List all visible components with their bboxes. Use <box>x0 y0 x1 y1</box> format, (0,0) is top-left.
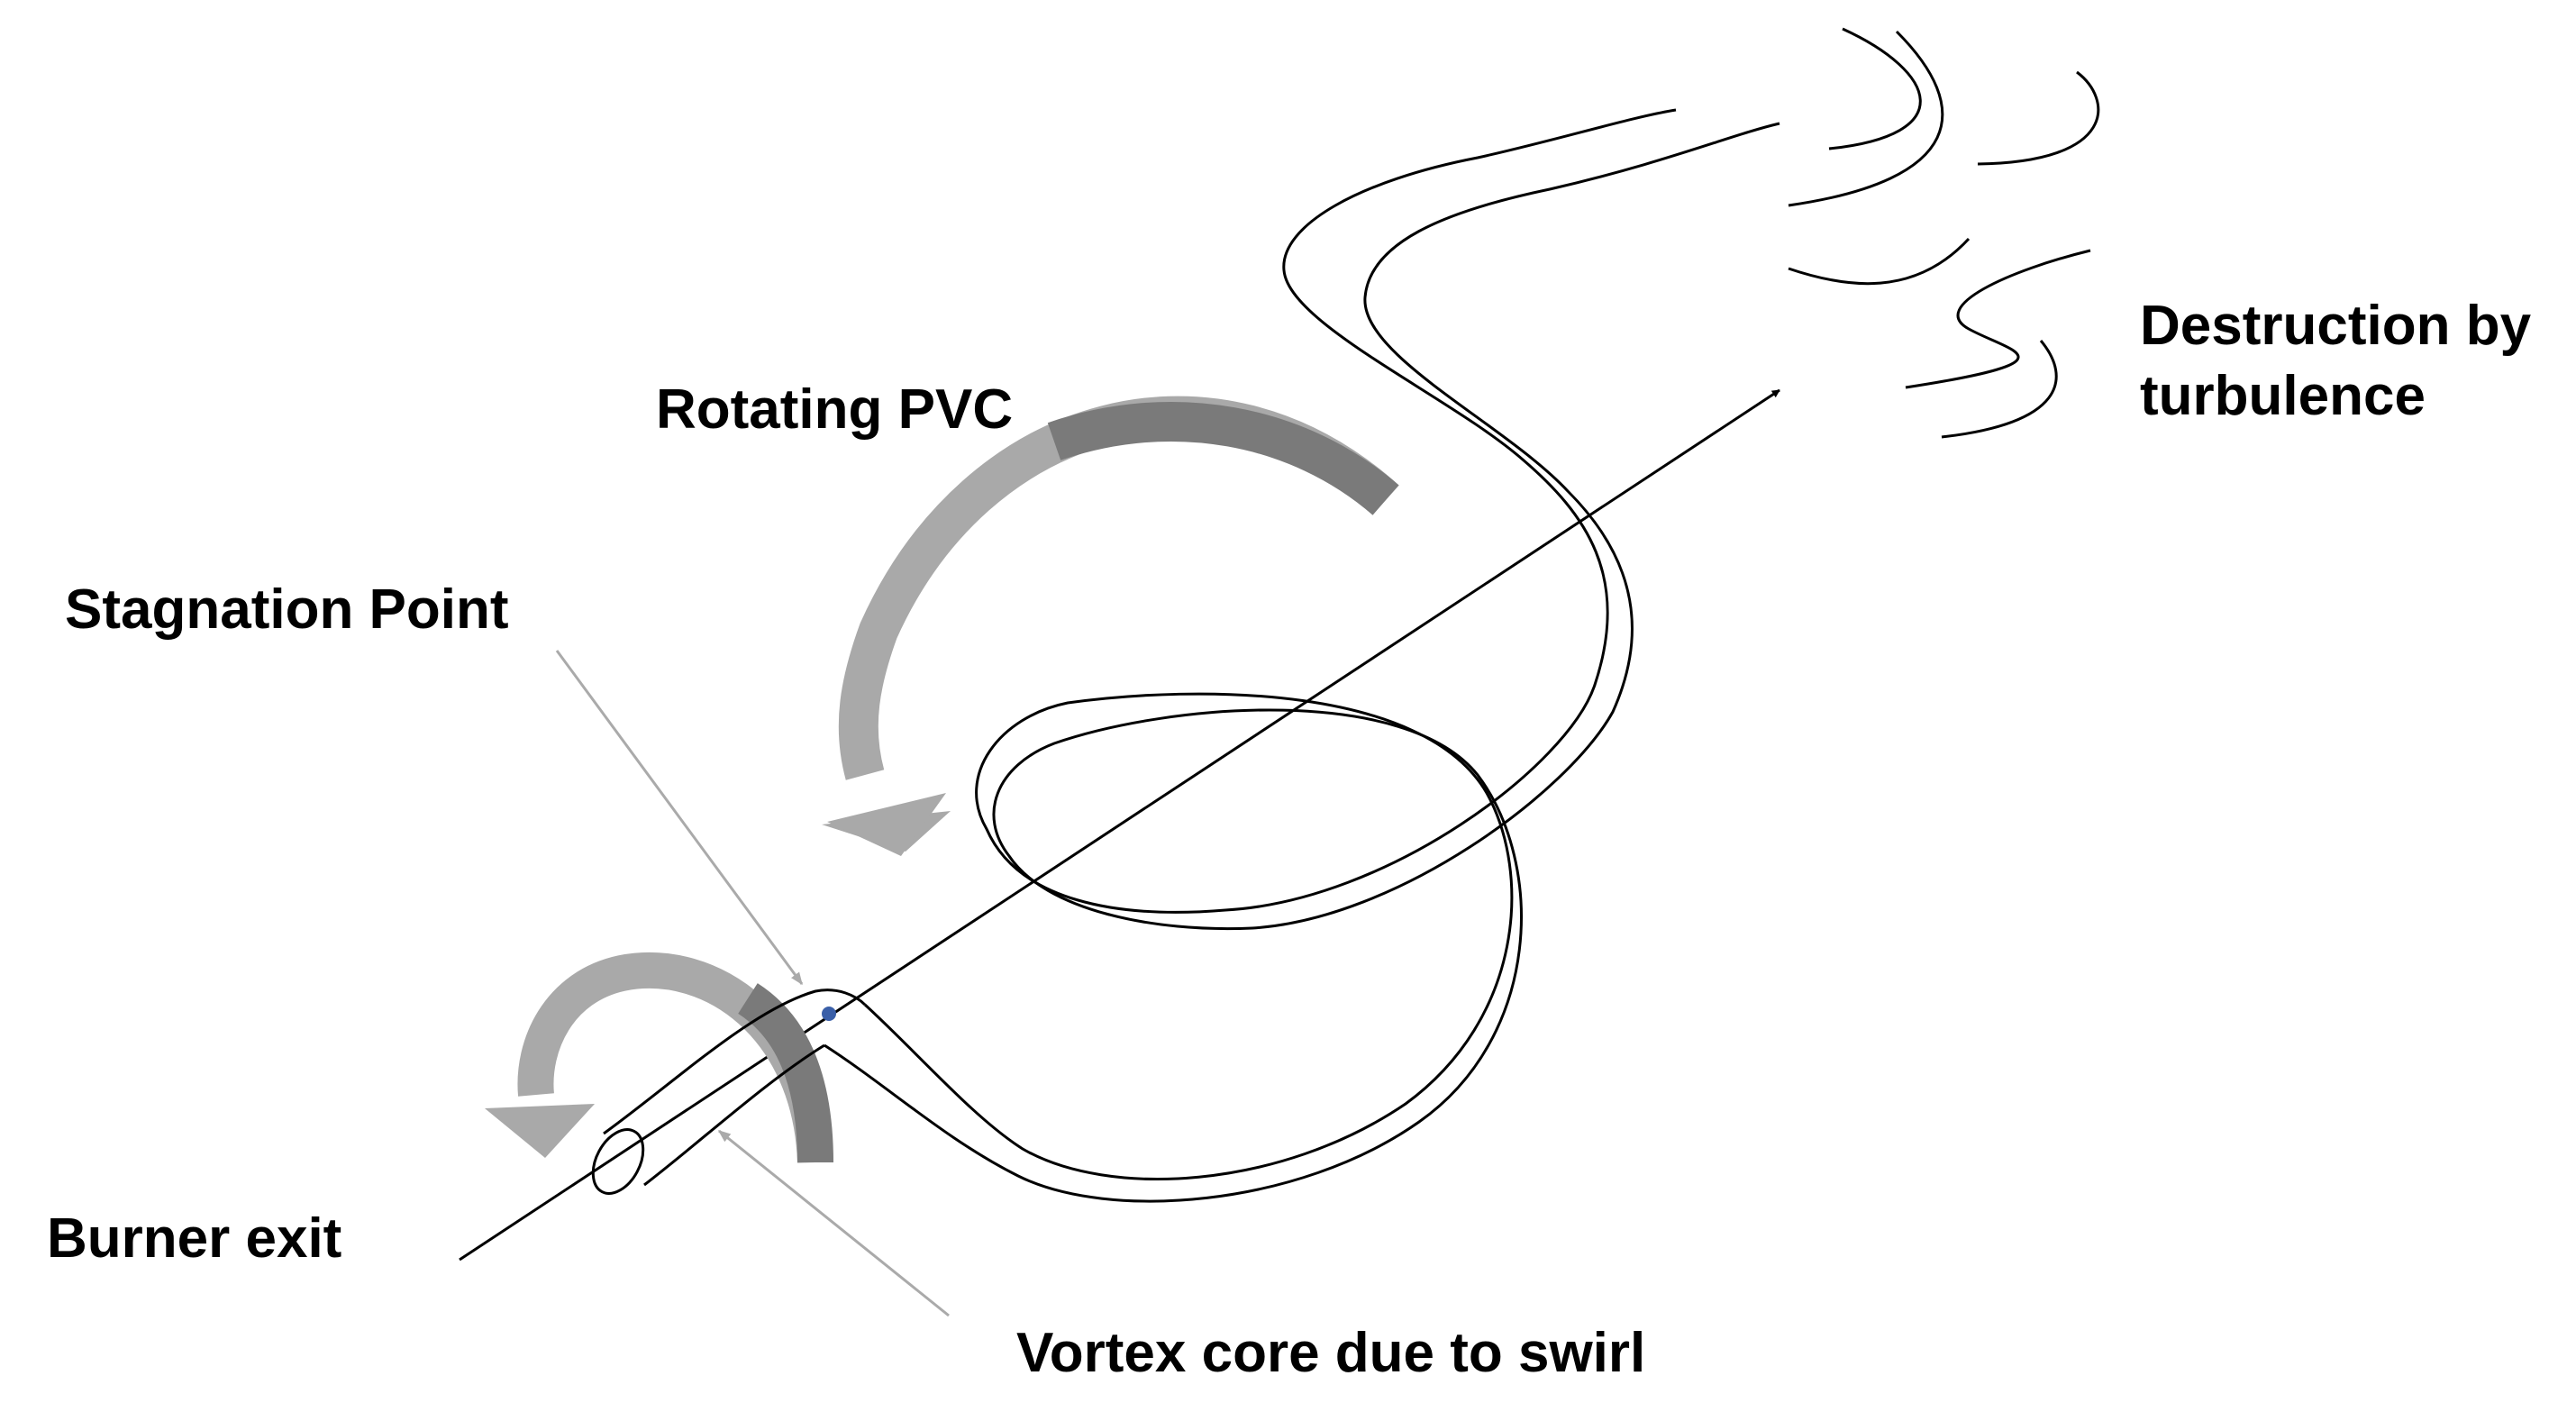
stagnation-pointer <box>555 650 804 986</box>
label-destruction-line1: Destruction by <box>2140 295 2532 357</box>
turbulence-squiggles <box>1788 27 2100 439</box>
flow-axis <box>459 388 1780 1262</box>
vortex-filament <box>591 108 1780 1203</box>
rotating-pvc-arrow-icon <box>822 396 1399 856</box>
label-stagnation-point: Stagnation Point <box>65 579 509 641</box>
label-destruction-line2: turbulence <box>2140 365 2426 427</box>
stagnation-point-dot <box>822 1007 836 1021</box>
label-burner-exit: Burner exit <box>47 1207 341 1270</box>
label-vortex-core: Vortex core due to swirl <box>1016 1322 1645 1384</box>
vortex-core-pointer <box>717 1129 950 1317</box>
burner-nozzle <box>591 1128 645 1195</box>
label-rotating-pvc: Rotating PVC <box>656 378 1013 441</box>
